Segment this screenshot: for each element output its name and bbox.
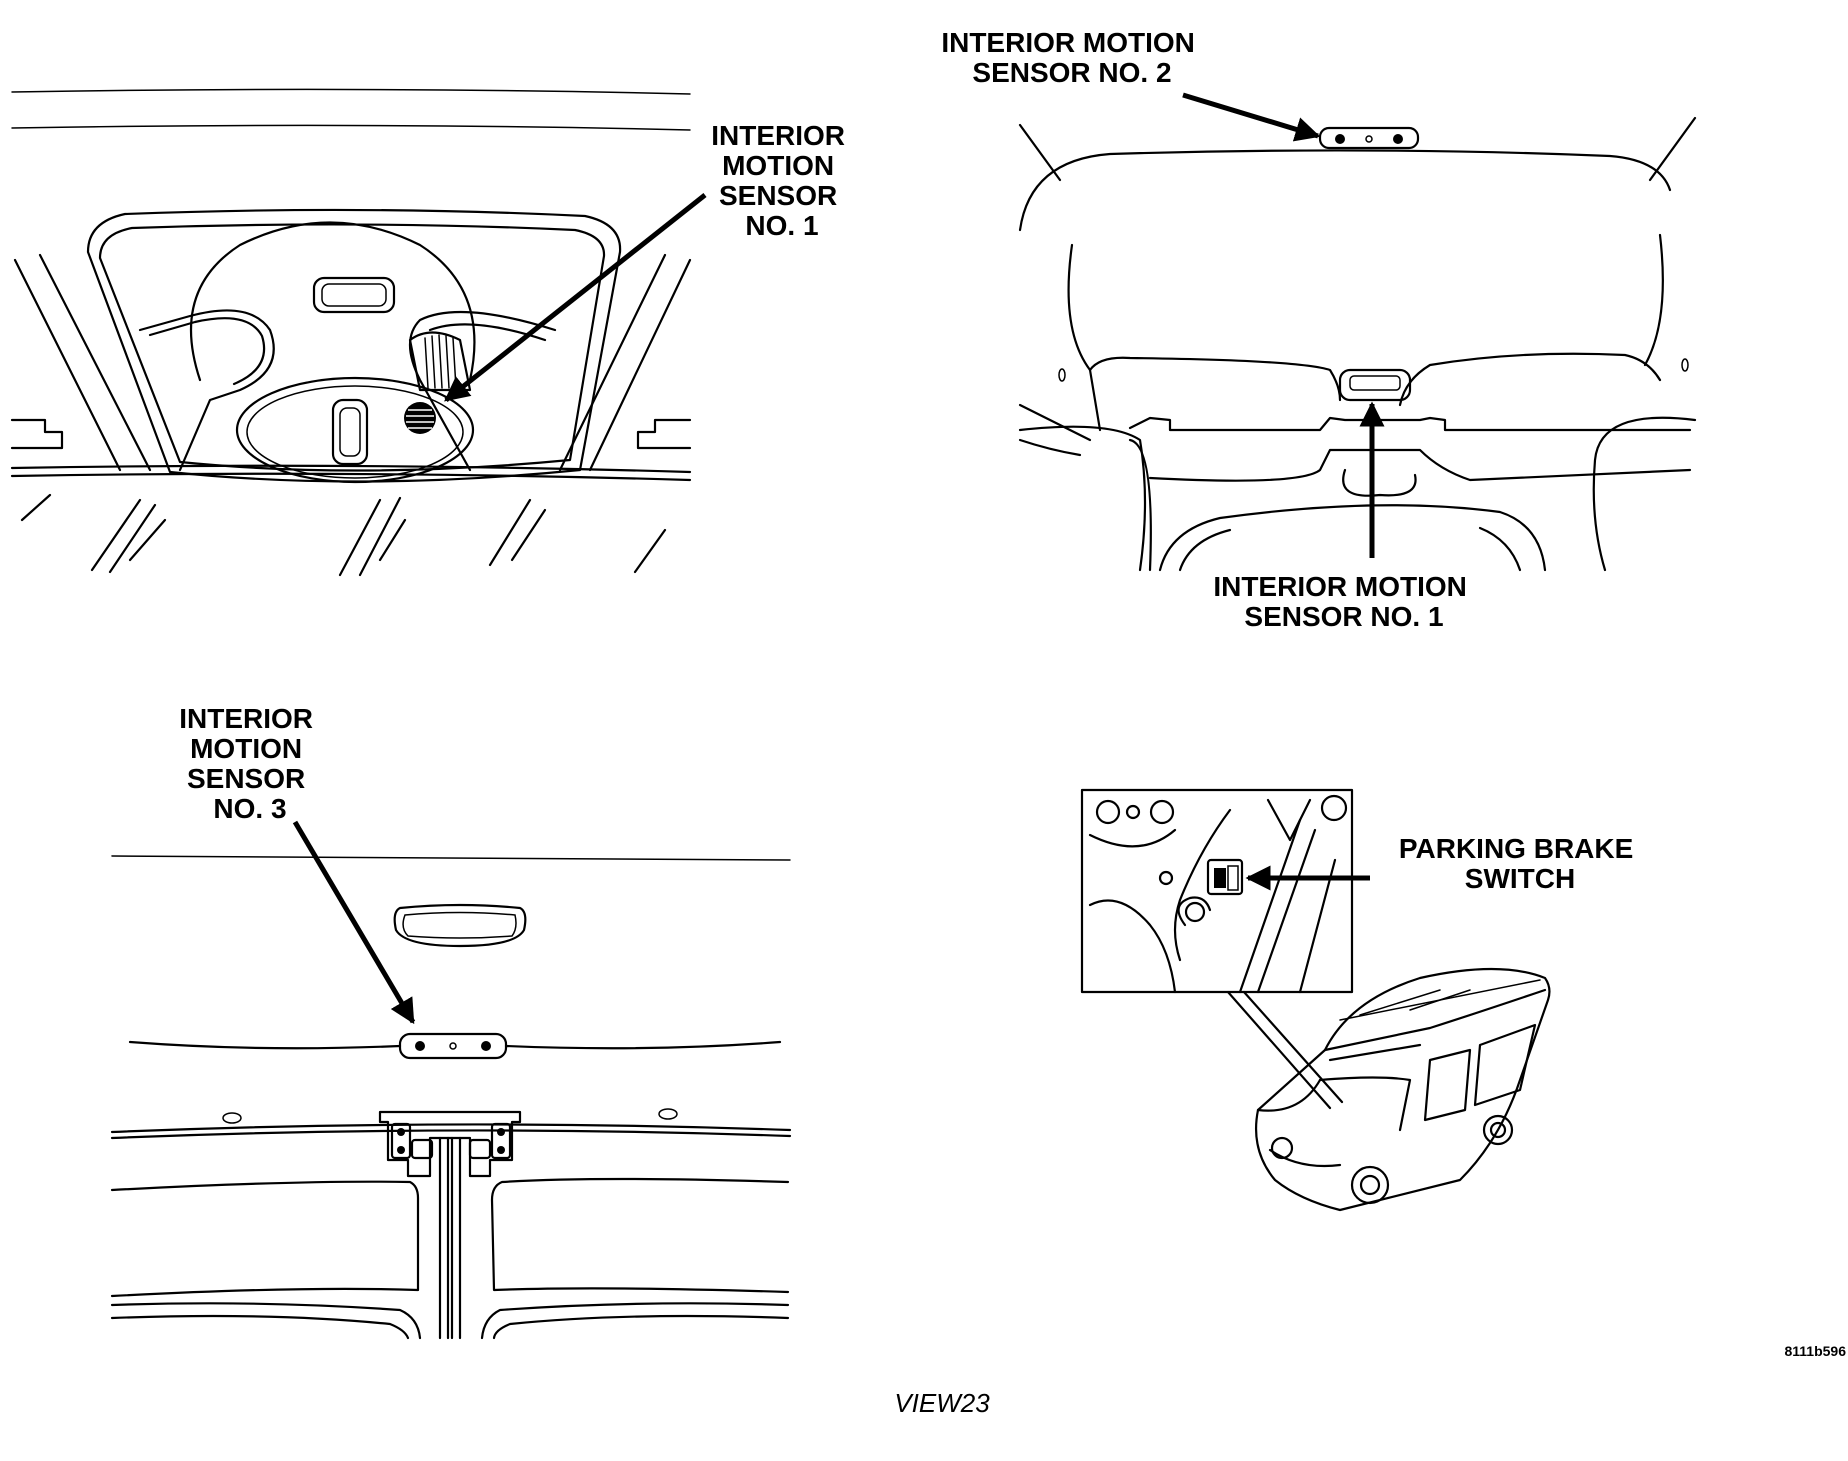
figure-code: 8111b596 — [1784, 1343, 1846, 1359]
panel-front-headliner — [110, 820, 792, 1340]
view-caption: VIEW23 — [894, 1388, 990, 1418]
label-sensor1-topright: INTERIOR MOTION SENSOR NO. 1 — [1213, 571, 1474, 632]
label-sensor1-topleft: INTERIOR MOTION SENSOR NO. 1 — [711, 120, 853, 241]
label-sensor3-bottomleft: INTERIOR MOTION SENSOR NO. 3 — [179, 703, 321, 824]
panel-overhead-console — [10, 88, 707, 577]
label-sensor2-topright: INTERIOR MOTION SENSOR NO. 2 — [941, 27, 1202, 88]
panel-rear-headliner — [1018, 92, 1697, 572]
panel-parking-brake — [1080, 788, 1551, 1212]
label-parking-brake-switch: PARKING BRAKE SWITCH — [1399, 833, 1641, 894]
